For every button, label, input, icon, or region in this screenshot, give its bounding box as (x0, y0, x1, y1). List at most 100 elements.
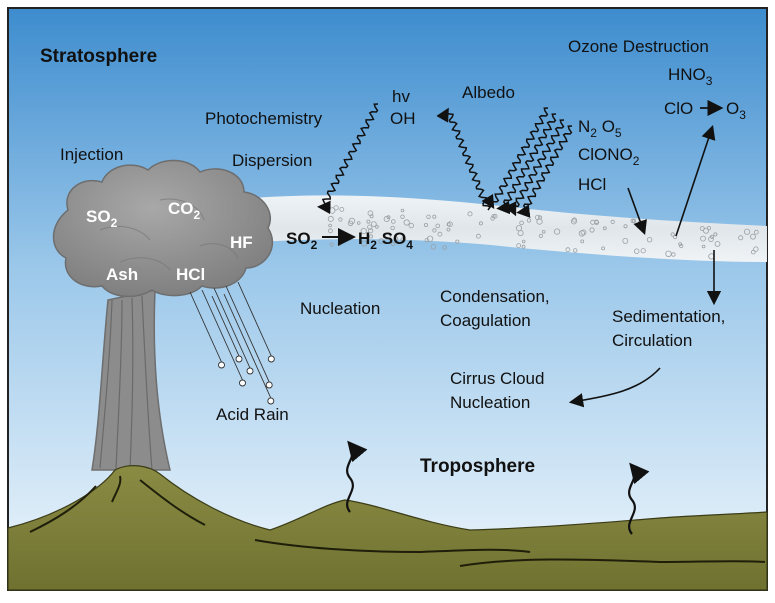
hv-label: hv (392, 87, 410, 106)
aerosol-particle (328, 223, 332, 228)
acid-rain-streak (237, 281, 272, 357)
acid-rain-label: Acid Rain (216, 405, 289, 424)
aerosol-particle (423, 222, 428, 227)
aerosol-particle (623, 224, 628, 229)
oh-label: OH (390, 109, 416, 128)
aerosol-particle (378, 238, 385, 245)
aerosol-particle (446, 222, 451, 227)
aerosol-particle (432, 228, 437, 233)
sedimentation-label-line1: Sedimentation, (612, 307, 725, 326)
acid-rain-drop (265, 381, 273, 389)
aerosol-particle (393, 236, 399, 242)
aerosol-particle (475, 233, 481, 239)
aerosol-particle (622, 237, 629, 244)
cirrus-label-line2: Nucleation (450, 393, 530, 412)
acid-rain-drop (235, 355, 243, 363)
aerosol-particle (573, 248, 578, 253)
aerosol-particle (390, 219, 396, 224)
eruption-column-streaks (99, 295, 153, 471)
process-arrows (568, 124, 722, 408)
condensation-label-line1: Condensation, (440, 287, 550, 306)
acid-rain-drop (239, 379, 246, 387)
radiation-wave (516, 125, 573, 218)
hno3-label: HNO3 (668, 65, 713, 88)
radiation-wave (504, 119, 565, 217)
acid-rain-streak (211, 295, 240, 357)
condensation-label-line2: Coagulation (440, 311, 531, 330)
aerosol-particle (348, 217, 356, 225)
aerosol-particle (541, 230, 546, 234)
aerosol-particle (360, 228, 367, 235)
aerosol-particle (679, 243, 684, 249)
aerosol-particle (580, 229, 587, 236)
plume-texture (99, 198, 239, 271)
aerosol-particle (430, 244, 437, 250)
n2o5-label: N2 O5 (578, 117, 622, 140)
aerosol-particle (537, 215, 543, 220)
aerosol-particle (671, 252, 676, 257)
aerosol-particle (367, 224, 373, 230)
aerosol-particle (366, 219, 371, 224)
aerosol-particle (327, 228, 333, 234)
aerosol-particle (339, 206, 345, 212)
acid-rain-streak (201, 289, 243, 381)
aerosol-particle (699, 226, 705, 231)
ozone-destruction-label: Ozone Destruction (568, 37, 709, 56)
aerosol-particle (589, 227, 595, 233)
nucleation-label: Nucleation (300, 299, 380, 318)
acid-rain-drop (246, 367, 254, 375)
aerosol-particle (743, 228, 751, 235)
acid-rain-streak (189, 291, 222, 363)
aerosol-particle (384, 233, 391, 240)
aerosol-particle (709, 234, 715, 239)
aerosol-particle (634, 248, 640, 254)
aerosol-particle (601, 246, 605, 251)
stratosphere-label: Stratosphere (40, 46, 157, 67)
aerosol-particle (670, 232, 675, 237)
aerosol-particle (370, 221, 377, 228)
aerosol-particle (329, 242, 334, 247)
aerosol-particle (738, 235, 744, 241)
aerosol-particle (408, 222, 414, 229)
dispersion-label: Dispersion (232, 151, 312, 170)
aerosol-particle (516, 243, 522, 249)
aerosol-particle (515, 225, 523, 232)
aerosol-particle (713, 232, 718, 237)
volcanic-plume (52, 159, 274, 298)
aerosol-particle (442, 245, 448, 250)
plume-ash-label: Ash (106, 265, 138, 284)
clo-label: ClO (664, 99, 693, 118)
aerosol-particle (400, 214, 405, 219)
aerosol-particle (750, 233, 756, 240)
acid-rain-drops (189, 281, 275, 405)
aerosol-particle (368, 234, 373, 239)
aerosol-particle (492, 213, 498, 219)
plume-co2-label: CO2 (168, 199, 201, 222)
aerosol-particle (356, 221, 361, 225)
reaction-reactant: SO2 (286, 229, 318, 252)
photochemistry-label: Photochemistry (205, 109, 323, 128)
aerosol-particle (519, 220, 524, 226)
aerosol-particle (553, 228, 561, 235)
aerosol-particle (369, 214, 374, 219)
aerosol-particle (753, 229, 759, 235)
aerosol-particle (403, 219, 410, 226)
aerosol-particle (750, 249, 756, 255)
radiation-wave (481, 107, 549, 209)
o3-label: O3 (726, 99, 746, 122)
aerosol-particle (400, 237, 406, 243)
injection-label: Injection (60, 145, 123, 164)
acid-rain-streak (213, 287, 251, 369)
albedo-label: Albedo (462, 83, 515, 102)
acid-rain-streak (223, 293, 272, 399)
aerosol-particle (665, 250, 672, 257)
aerosol-particle (390, 241, 396, 247)
radiation-wave (436, 107, 492, 211)
aerosol-particle (570, 218, 577, 225)
plume-hf-label: HF (230, 233, 253, 252)
acid-rain-drop (218, 361, 225, 369)
aerosol-particle (526, 218, 532, 223)
aerosol-particle (565, 247, 571, 253)
clono2-label: ClONO2 (578, 145, 640, 168)
